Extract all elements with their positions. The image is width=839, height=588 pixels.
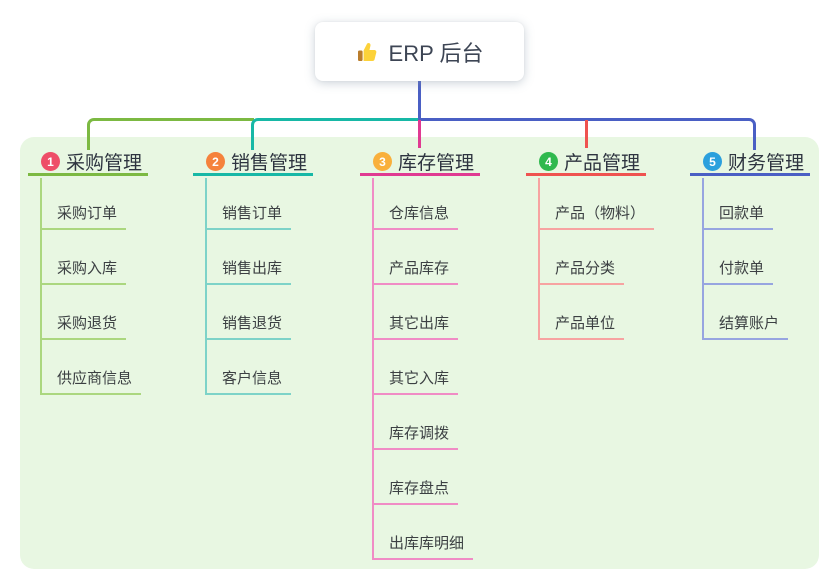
branch-4-trunk-line	[538, 178, 540, 340]
leaf-node[interactable]: 其它出库	[372, 315, 459, 340]
leaf-node[interactable]: 采购入库	[40, 260, 127, 285]
leaf-node[interactable]: 付款单	[702, 260, 774, 285]
branch-node-4[interactable]: 4 产品管理	[526, 150, 647, 176]
branch-1: 1 采购管理 采购订单 采购入库 采购退货 供应商信息	[28, 0, 188, 588]
branch-node-3[interactable]: 3 库存管理	[360, 150, 481, 176]
branch-node-5[interactable]: 5 财务管理	[690, 150, 811, 176]
branch-node-1[interactable]: 1 采购管理	[28, 150, 149, 176]
branch-5-trunk-line	[702, 178, 704, 340]
branch-1-number-badge: 1	[41, 152, 60, 171]
root-node[interactable]: ERP 后台	[315, 22, 524, 81]
leaf-node[interactable]: 采购订单	[40, 205, 127, 230]
leaf-node[interactable]: 仓库信息	[372, 205, 459, 230]
leaf-node[interactable]: 销售订单	[205, 205, 292, 230]
branch-1-label: 采购管理	[66, 153, 143, 174]
leaf-node[interactable]: 其它入库	[372, 370, 459, 395]
branch-4-number-badge: 4	[539, 152, 558, 171]
leaf-node[interactable]: 产品单位	[538, 315, 625, 340]
leaf-node[interactable]: 结算账户	[702, 315, 789, 340]
branch-1-trunk-line	[40, 178, 42, 395]
branch-4: 4 产品管理 产品（物料） 产品分类 产品单位	[526, 0, 686, 588]
connector-branch-2	[251, 118, 421, 150]
leaf-node[interactable]: 出库库明细	[372, 535, 474, 560]
leaf-node[interactable]: 回款单	[702, 205, 774, 230]
connector-branch-1	[87, 118, 254, 150]
branches-panel	[20, 137, 819, 569]
leaf-node[interactable]: 采购退货	[40, 315, 127, 340]
leaf-node[interactable]: 产品分类	[538, 260, 625, 285]
branch-3-trunk-line	[372, 178, 374, 560]
leaf-node[interactable]: 销售出库	[205, 260, 292, 285]
leaf-node[interactable]: 客户信息	[205, 370, 292, 395]
branch-3-number-badge: 3	[373, 152, 392, 171]
root-node-label: ERP 后台	[388, 40, 484, 66]
connector-branch-4	[585, 120, 588, 148]
leaf-node[interactable]: 库存盘点	[372, 480, 459, 505]
branch-node-2[interactable]: 2 销售管理	[193, 150, 314, 176]
branch-3-label: 库存管理	[398, 153, 475, 174]
branch-5-label: 财务管理	[728, 153, 805, 174]
leaf-node[interactable]: 供应商信息	[40, 370, 142, 395]
leaf-node[interactable]: 产品库存	[372, 260, 459, 285]
branch-2-label: 销售管理	[231, 153, 308, 174]
leaf-node[interactable]: 库存调拨	[372, 425, 459, 450]
branch-5: 5 财务管理 回款单 付款单 结算账户	[690, 0, 839, 588]
branch-4-label: 产品管理	[564, 153, 641, 174]
connector-branch-3	[418, 120, 421, 148]
leaf-node[interactable]: 产品（物料）	[538, 205, 655, 230]
branch-2: 2 销售管理 销售订单 销售出库 销售退货 客户信息	[193, 0, 353, 588]
leaf-node[interactable]: 销售退货	[205, 315, 292, 340]
branch-5-number-badge: 5	[703, 152, 722, 171]
root-stem-line	[418, 80, 421, 119]
branch-3: 3 库存管理 仓库信息 产品库存 其它出库 其它入库 库存调拨 库存盘点 出库库…	[360, 0, 520, 588]
connector-branch-5	[418, 118, 756, 150]
branch-2-trunk-line	[205, 178, 207, 395]
branch-2-number-badge: 2	[206, 152, 225, 171]
thumbs-up-icon	[357, 42, 376, 61]
